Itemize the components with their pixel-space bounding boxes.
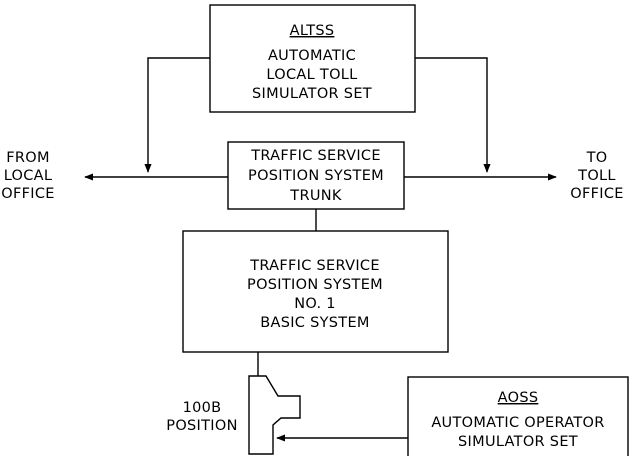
trunk-block: TRAFFIC SERVICE POSITION SYSTEM TRUNK — [227, 141, 405, 210]
position-terminal-icon — [248, 375, 301, 455]
aoss-block: AOSS AUTOMATIC OPERATOR SIMULATOR SET — [407, 376, 629, 456]
basic-system-line-2: POSITION SYSTEM — [247, 277, 383, 293]
altss-block: ALTSS AUTOMATIC LOCAL TOLL SIMULATOR SET — [209, 4, 416, 113]
svg-text:OFFICE: OFFICE — [1, 186, 54, 202]
svg-text:100B: 100B — [183, 400, 222, 416]
from-local-office-label: FROM LOCAL OFFICE — [1, 150, 54, 202]
svg-text:OFFICE: OFFICE — [570, 186, 623, 202]
basic-system-box — [182, 230, 449, 353]
svg-text:LOCAL: LOCAL — [4, 168, 53, 184]
trunk-line-1: TRAFFIC SERVICE — [250, 148, 381, 164]
connectors — [84, 57, 557, 442]
basic-system-block: TRAFFIC SERVICE POSITION SYSTEM NO. 1 BA… — [182, 230, 449, 353]
basic-system-line-4: BASIC SYSTEM — [260, 315, 369, 331]
aoss-box — [407, 376, 629, 456]
altss-left-feed-arrow — [144, 57, 210, 173]
altss-box — [209, 4, 416, 113]
altss-right-feed-arrow — [415, 57, 491, 173]
altss-line-3: SIMULATOR SET — [252, 86, 372, 102]
position-label: 100B POSITION — [166, 400, 237, 434]
trunk-box — [227, 141, 405, 210]
trunk-line-2: POSITION SYSTEM — [248, 168, 384, 184]
altss-title: ALTSS — [290, 23, 335, 39]
aoss-line-2: SIMULATOR SET — [458, 434, 578, 450]
basic-system-line-3: NO. 1 — [294, 296, 336, 312]
svg-text:POSITION: POSITION — [166, 418, 237, 434]
to-toll-office-label: TO TOLL OFFICE — [570, 150, 623, 202]
svg-text:TOLL: TOLL — [577, 168, 616, 184]
svg-text:TO: TO — [586, 150, 608, 166]
trunk-line-3: TRUNK — [289, 188, 342, 204]
altss-line-2: LOCAL TOLL — [266, 67, 357, 83]
svg-text:FROM: FROM — [6, 150, 50, 166]
basic-system-line-1: TRAFFIC SERVICE — [249, 258, 380, 274]
altss-line-1: AUTOMATIC — [268, 48, 356, 64]
aoss-title: AOSS — [498, 390, 539, 406]
aoss-line-1: AUTOMATIC OPERATOR — [431, 415, 604, 431]
